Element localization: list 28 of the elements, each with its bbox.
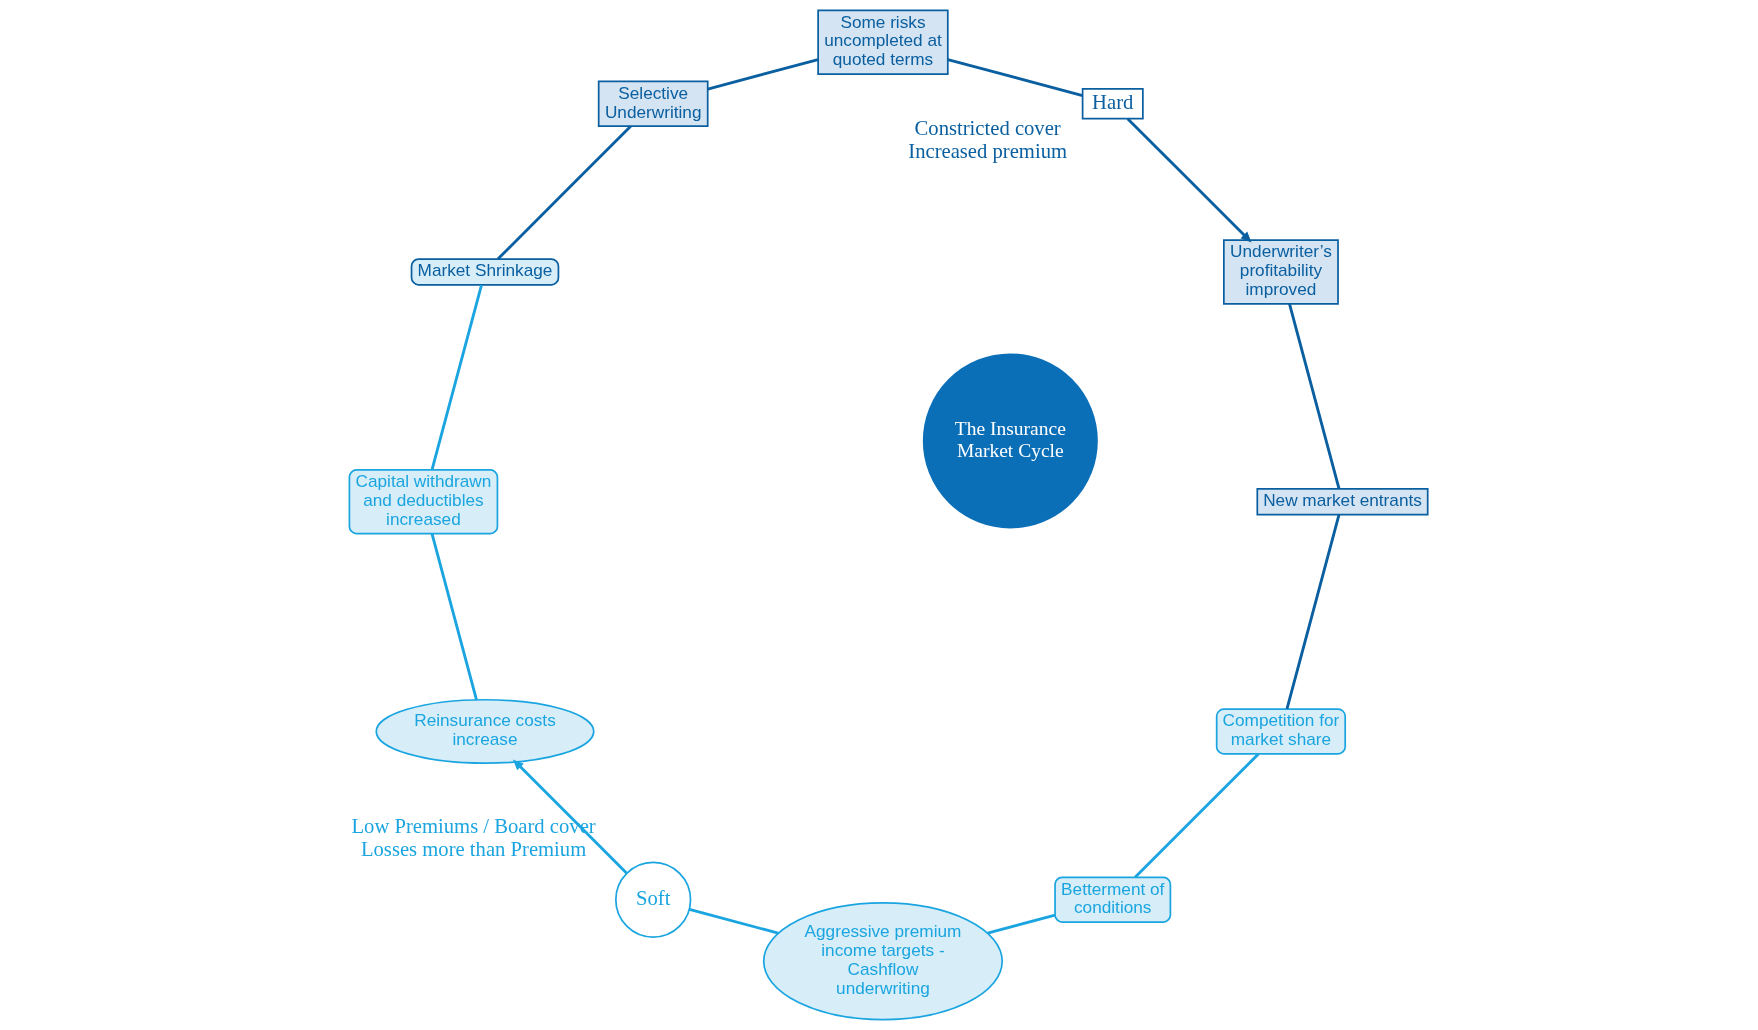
node-box: Betterment of conditions <box>1053 876 1171 923</box>
arrow <box>1126 117 1251 243</box>
node-box: Capital withdrawn and deductibles increased <box>348 469 498 535</box>
connector <box>496 125 632 261</box>
connector <box>947 58 1083 98</box>
node-box: Hard <box>1081 87 1144 120</box>
node-box: New market entrants <box>1255 487 1429 516</box>
connector <box>706 58 818 91</box>
connector <box>688 908 779 935</box>
connector <box>1287 303 1340 489</box>
node-ellipse: Reinsurance costs increase <box>374 698 595 765</box>
node-box: Selective Underwriting <box>597 80 709 127</box>
arrow <box>512 759 628 875</box>
connector <box>1133 752 1259 879</box>
node-ellipse: Aggressive premium income targets - Cashflow underwriting <box>762 902 1003 1021</box>
node-label: Increased premium <box>907 140 1067 163</box>
connector <box>1285 514 1340 710</box>
node-box: Market Shrinkage <box>410 258 559 286</box>
node-circle: Soft <box>614 861 691 938</box>
connector <box>430 284 483 471</box>
node-label: Constricted cover <box>914 117 1061 140</box>
node-box: Underwriter’s profitability improved <box>1222 239 1339 305</box>
node-circle: The Insurance Market Cycle <box>922 353 1098 529</box>
node-box: Competition for market share <box>1215 708 1346 755</box>
connector <box>986 913 1055 935</box>
connector <box>430 533 478 701</box>
node-label: Losses more than Premium <box>360 837 586 860</box>
node-box: Some risks uncompleted at quoted terms <box>816 9 949 75</box>
